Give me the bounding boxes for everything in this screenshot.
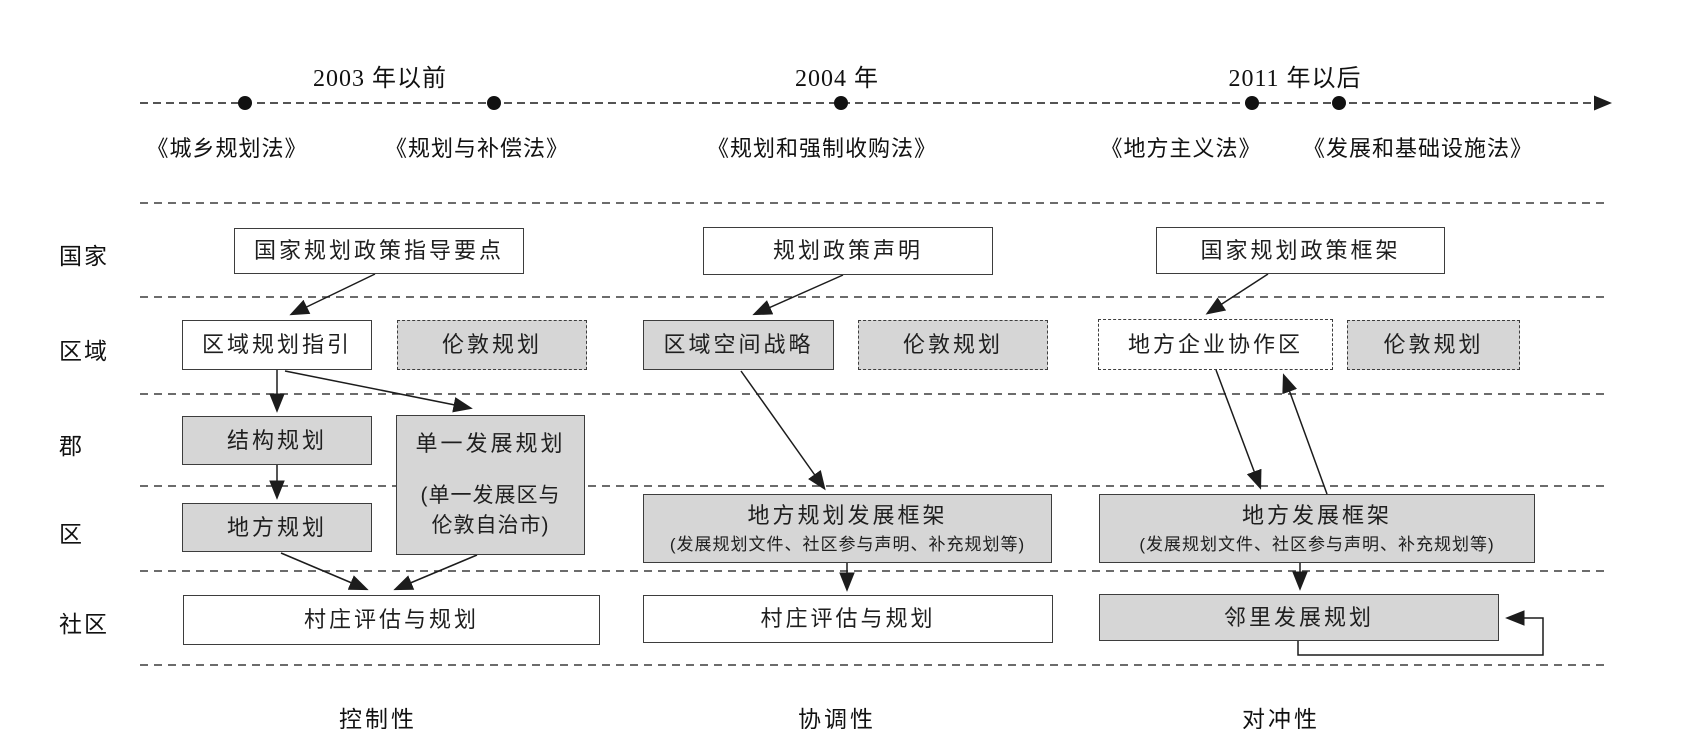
- box-national-planning-policy-framework-2011: 国家规划政策框架: [1156, 227, 1445, 274]
- box-label: 地方规划: [226, 514, 327, 540]
- box-unitary-development-plan-2003: 单一发展规划 (单一发展区与 伦敦自治市): [396, 415, 585, 555]
- box-local-enterprise-partnership-2011: 地方企业协作区: [1098, 319, 1333, 370]
- period-label-2004: 2004 年: [795, 66, 879, 92]
- row-separators: [140, 202, 1607, 666]
- box-label: 村庄评估与规划: [760, 606, 936, 632]
- box-local-development-framework-2004: 地方规划发展框架 (发展规划文件、社区参与声明、补充规划等): [643, 494, 1052, 563]
- box-label: 单一发展规划: [415, 430, 566, 456]
- box-label: 地方规划发展框架: [747, 503, 948, 529]
- box-village-appraisal-2003: 村庄评估与规划: [183, 595, 600, 645]
- box-local-plan-2003: 地方规划: [182, 503, 372, 552]
- arrow-regional-to-udp-2003: [284, 370, 473, 413]
- law-label-localism: 《地方主义法》: [1100, 136, 1262, 161]
- row-label-county: 郡: [59, 433, 84, 459]
- timeline-dot: [1245, 96, 1259, 110]
- box-local-development-framework-2011: 地方发展框架 (发展规划文件、社区参与声明、补充规划等): [1099, 494, 1535, 563]
- arrow-neighbourhood-self-loop: [1297, 610, 1544, 656]
- period-label-2003: 2003 年以前: [313, 66, 447, 92]
- arrow-lep-to-framework-2011: [1215, 369, 1262, 490]
- timeline-dot: [487, 96, 501, 110]
- box-label: 地方发展框架: [1241, 503, 1392, 529]
- arrow-national-to-regional-2004: [752, 274, 844, 316]
- arrow-udp-to-community-2003: [393, 554, 478, 591]
- row-label-district: 区: [59, 521, 84, 547]
- box-label: 国家规划政策框架: [1200, 237, 1401, 263]
- box-london-plan-2004: 伦敦规划: [858, 320, 1048, 370]
- law-label-town-country-planning: 《城乡规划法》: [146, 136, 308, 161]
- arrow-district-to-community-2003: [280, 552, 369, 591]
- flow-arrows: [269, 273, 1544, 656]
- box-structure-plan-2003: 结构规划: [182, 416, 372, 465]
- row-label-regional: 区域: [59, 338, 109, 364]
- timeline-arrowhead: [1594, 95, 1612, 111]
- box-label: 伦敦规划: [1383, 332, 1484, 358]
- box-label: 区域规划指引: [201, 332, 352, 358]
- box-london-plan-2003: 伦敦规划: [397, 320, 587, 370]
- timeline-dot: [1332, 96, 1346, 110]
- box-label: 区域空间战略: [663, 332, 814, 358]
- box-label: 村庄评估与规划: [303, 607, 479, 633]
- column-label-hedging: 对冲性: [1242, 706, 1320, 729]
- arrow-national-to-regional-2003: [289, 273, 376, 316]
- box-label: 结构规划: [226, 427, 327, 453]
- box-label: 邻里发展规划: [1223, 604, 1374, 630]
- law-label-planning-compulsory-purchase: 《规划和强制收购法》: [706, 136, 938, 161]
- box-sublabel: (发展规划文件、社区参与声明、补充规划等): [1139, 534, 1495, 554]
- box-regional-spatial-strategy-2004: 区域空间战略: [643, 320, 834, 370]
- box-label: 伦敦规划: [902, 332, 1003, 358]
- box-sublabel: 伦敦自治市): [431, 513, 550, 537]
- box-label: 规划政策声明: [772, 238, 923, 264]
- arrow-framework-to-lep-2011: [1282, 373, 1328, 495]
- period-label-2011: 2011 年以后: [1228, 66, 1362, 92]
- row-label-national: 国家: [59, 243, 109, 269]
- timeline-dots: [238, 96, 1346, 110]
- box-national-policy-guidance-2003: 国家规划政策指导要点: [234, 228, 524, 274]
- box-regional-planning-guidance-2003: 区域规划指引: [182, 320, 372, 370]
- box-label: 伦敦规划: [441, 332, 542, 358]
- box-village-appraisal-2004: 村庄评估与规划: [643, 595, 1053, 643]
- arrow-regional-to-framework-2004: [740, 370, 826, 491]
- box-planning-policy-statement-2004: 规划政策声明: [703, 227, 993, 275]
- arrow-national-to-regional-2011: [1205, 273, 1269, 315]
- box-label: 国家规划政策指导要点: [253, 238, 504, 264]
- column-label-control: 控制性: [339, 706, 417, 729]
- box-neighbourhood-development-plan-2011: 邻里发展规划: [1099, 594, 1499, 641]
- law-label-growth-infrastructure: 《发展和基础设施法》: [1302, 136, 1534, 161]
- row-label-community: 社区: [59, 611, 109, 637]
- box-sublabel: (单一发展区与: [420, 484, 561, 508]
- law-label-planning-compensation: 《规划与补偿法》: [384, 136, 570, 161]
- box-sublabel: (发展规划文件、社区参与声明、补充规划等): [669, 534, 1026, 554]
- box-london-plan-2011: 伦敦规划: [1347, 320, 1520, 370]
- timeline-dot: [834, 96, 848, 110]
- timeline-dot: [238, 96, 252, 110]
- box-label: 地方企业协作区: [1127, 331, 1303, 357]
- column-label-coordination: 协调性: [798, 706, 876, 729]
